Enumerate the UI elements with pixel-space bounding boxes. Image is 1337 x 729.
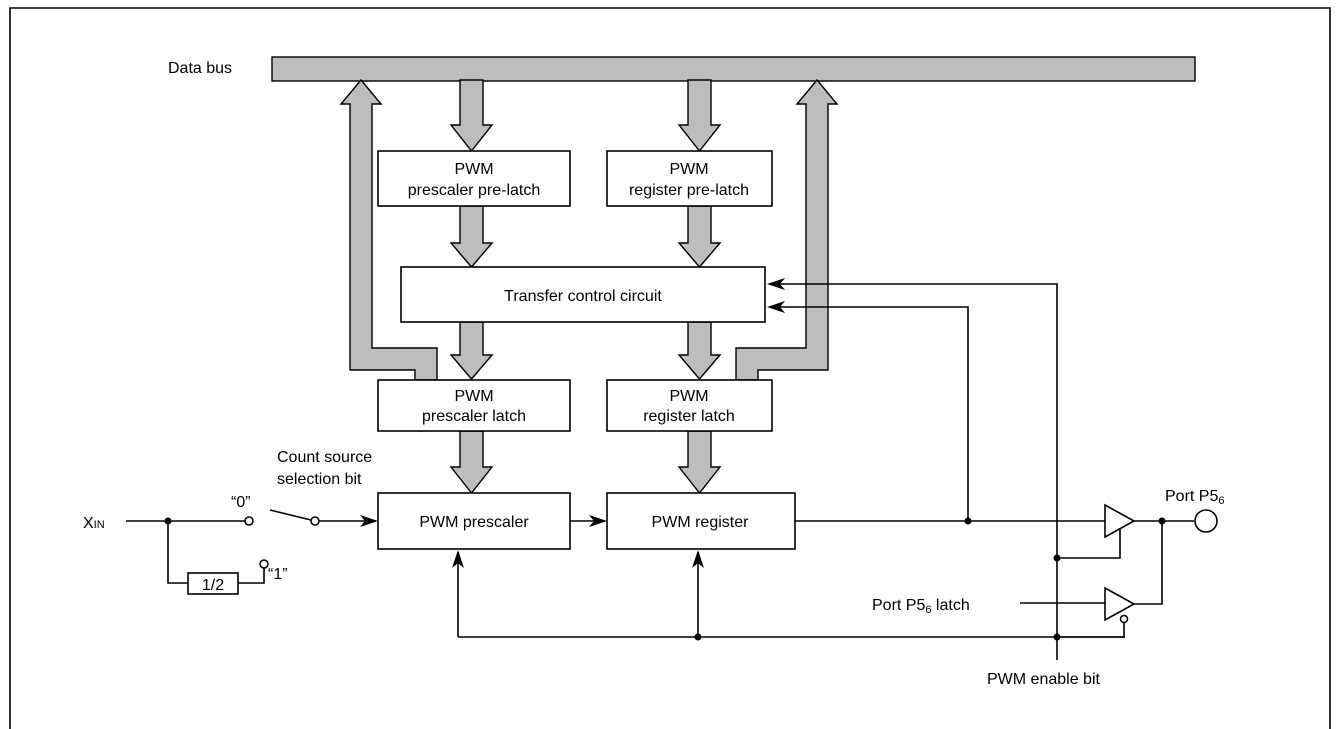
port-p56-label: Port P56 bbox=[1165, 488, 1224, 507]
bus-arrow-register-prelatch bbox=[677, 79, 722, 153]
bus-return-prescaler-latch bbox=[339, 78, 438, 381]
frame bbox=[9, 7, 1331, 729]
bus-arrow-register-to-transfer bbox=[677, 205, 722, 269]
arrow-into-register bbox=[589, 515, 607, 527]
pwm-enable-bit-label: PWM enable bit bbox=[987, 671, 1100, 688]
pwm-register-box bbox=[606, 492, 796, 550]
pwm-register-latch-box bbox=[606, 379, 773, 432]
bus-arrow-transfer-to-prescaler-latch bbox=[449, 321, 494, 381]
register-latch-label-1: PWM bbox=[669, 388, 708, 405]
count-source-label-2: selection bit bbox=[277, 471, 362, 488]
port-junction bbox=[1158, 517, 1166, 525]
divider-label: 1/2 bbox=[202, 577, 224, 594]
upper-buffer-enable-wire bbox=[1057, 529, 1121, 559]
port-latch-buffer bbox=[1104, 586, 1136, 622]
bus-arrow-prescaler-to-transfer bbox=[449, 205, 494, 269]
arrow-into-register-bottom bbox=[692, 550, 704, 568]
bus-arrow-prescaler-prelatch bbox=[449, 79, 494, 153]
data-bus bbox=[271, 56, 1196, 82]
xin-label: XIN bbox=[83, 515, 105, 532]
feedback-to-transfer-wire-1 bbox=[772, 306, 969, 521]
bus-arrow-latch-to-prescaler bbox=[449, 430, 494, 495]
port-p56-latch-label: Port P56 latch bbox=[872, 597, 970, 616]
arrow-into-transfer-lower bbox=[767, 301, 785, 313]
pwm-register-label: PWM register bbox=[652, 514, 750, 531]
transfer-control-label: Transfer control circuit bbox=[504, 288, 662, 305]
count-source-label-1: Count source bbox=[277, 449, 372, 466]
arrow-into-prescaler bbox=[360, 515, 378, 527]
pwm-register-prelatch-box bbox=[606, 150, 773, 207]
switch-contact-one bbox=[259, 559, 269, 569]
prescaler-prelatch-label-2: prescaler pre-latch bbox=[408, 182, 541, 199]
switch-contact-zero bbox=[244, 516, 254, 526]
prescaler-latch-label-1: PWM bbox=[454, 388, 493, 405]
lower-buffer-output-wire bbox=[1134, 521, 1163, 605]
arrow-into-prescaler-bottom bbox=[452, 550, 464, 568]
transfer-control-circuit-box bbox=[400, 266, 766, 323]
pwm-prescaler-prelatch-box bbox=[377, 150, 571, 207]
switch-lever bbox=[269, 509, 316, 522]
register-latch-label-2: register latch bbox=[643, 408, 735, 425]
bus-arrow-latch-to-register bbox=[677, 430, 722, 495]
prescaler-latch-label-2: prescaler latch bbox=[422, 408, 526, 425]
register-prelatch-label-2: register pre-latch bbox=[629, 182, 749, 199]
switch-zero-label: “0” bbox=[231, 494, 251, 511]
data-bus-label: Data bus bbox=[168, 60, 232, 77]
switch-one-label: “1” bbox=[268, 566, 288, 583]
divider-input-wire bbox=[167, 521, 188, 584]
port-p56-pin bbox=[1194, 509, 1218, 533]
enable-to-transfer-wire bbox=[772, 283, 1058, 637]
port-latch-buffer-inverted-enable bbox=[1119, 614, 1129, 624]
arrow-into-transfer-upper bbox=[767, 278, 785, 290]
pwm-prescaler-label: PWM prescaler bbox=[419, 514, 529, 531]
bus-arrow-transfer-to-register-latch bbox=[677, 321, 722, 381]
register-control-junction bbox=[694, 633, 702, 641]
divider-output-wire bbox=[238, 568, 265, 584]
lower-buffer-enable-wire bbox=[1057, 623, 1125, 638]
pwm-prescaler-latch-box bbox=[377, 379, 571, 432]
switch-pivot bbox=[310, 516, 320, 526]
bus-return-register-latch bbox=[735, 78, 839, 381]
prescaler-prelatch-label-1: PWM bbox=[454, 161, 493, 178]
register-prelatch-label-1: PWM bbox=[669, 161, 708, 178]
